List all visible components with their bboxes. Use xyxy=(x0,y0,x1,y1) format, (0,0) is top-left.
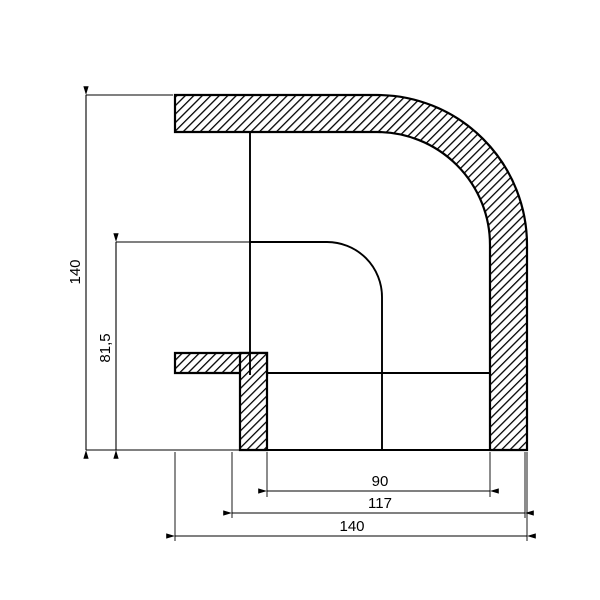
dimension-labels: 140 81,5 90 117 140 xyxy=(67,259,392,535)
internal-outlines xyxy=(175,132,491,451)
bottom-socket-wall-hatch xyxy=(238,351,269,452)
dim-label-overall-width: 140 xyxy=(339,518,364,535)
dim-label-socket-outer-width: 117 xyxy=(368,495,392,512)
elbow-wall-section xyxy=(173,93,529,452)
dimension-lines xyxy=(83,86,536,539)
elbow-wall-outer-hatch xyxy=(173,93,529,452)
dim-label-inner-bore-width: 90 xyxy=(372,473,389,490)
dim-label-overall-height: 140 xyxy=(67,259,84,284)
dim-label-socket-depth: 81,5 xyxy=(97,333,114,362)
inner-bore-profile xyxy=(250,241,383,450)
